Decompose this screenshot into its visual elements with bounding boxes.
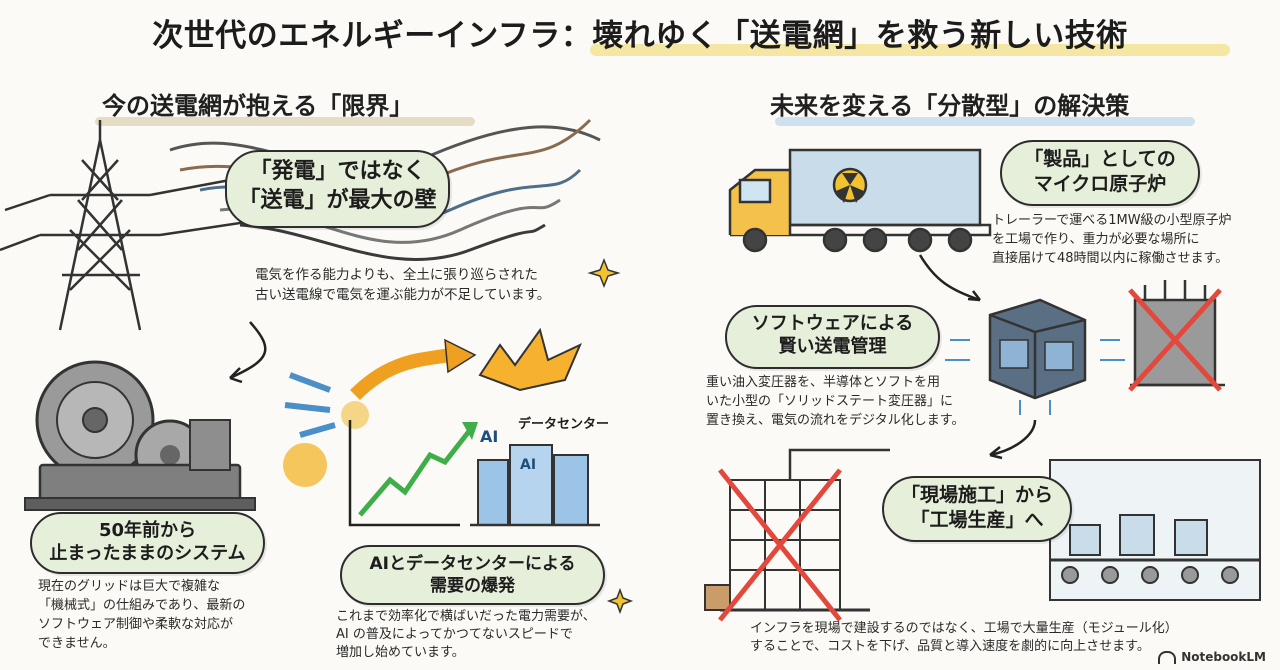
reactor-truck-illustration — [728, 148, 992, 253]
left-illustrations — [0, 118, 634, 615]
notebooklm-icon — [1158, 650, 1177, 664]
factory-line-illustration — [1049, 459, 1261, 601]
right-illustrations — [704, 148, 1261, 622]
page-title: 次世代のエネルギーインフラ：壊れゆく「送電網」を救う新しい技術 — [152, 18, 1128, 54]
left-section-heading: 今の送電網が抱える「限界」 — [102, 92, 414, 120]
factory-bubble: 「現場施工」から 「工場生産」へ — [882, 476, 1072, 542]
flow-arrow-1 — [229, 321, 267, 380]
transmission-bubble: 「発電」ではなく 「送電」が最大の壁 — [225, 150, 450, 228]
legacy-gears-illustration — [24, 360, 256, 511]
transmission-text: 電気を作る能力よりも、全土に張り巡らされた 古い送電線で電気を運ぶ能力が不足して… — [255, 267, 551, 304]
construction-red-cross — [718, 468, 842, 622]
software-bubble: ソフトウェアによる 賢い送電管理 — [725, 305, 940, 369]
left-heading-underline — [95, 117, 475, 126]
oil-transformer-illustration — [1130, 280, 1225, 387]
right-section-heading: 未来を変える「分散型」の解決策 — [770, 92, 1130, 120]
notebooklm-footer: NotebookLM — [1158, 650, 1266, 664]
transformer-red-cross — [1128, 288, 1222, 392]
title-highlight — [590, 44, 1230, 56]
reactor-text: トレーラーで運べる1MW級の小型原子炉 を工場で作り、重力が必要な場所に 直接届… — [992, 213, 1232, 266]
legacy-bubble: 50年前から 止まったままのシステム — [30, 512, 265, 574]
datacenter-label: データセンター — [518, 417, 610, 432]
demand-arrows-illustration — [283, 327, 582, 487]
transmission-tower-illustration — [0, 120, 261, 331]
datacenter-buildings-illustration — [470, 444, 600, 527]
construction-site-illustration — [704, 448, 890, 612]
building-ai-label: AI — [520, 457, 537, 473]
right-heading-underline — [775, 117, 1195, 126]
demand-bubble: AIとデータセンターによる 需要の爆発 — [340, 545, 605, 605]
demand-growth-chart-illustration — [348, 420, 478, 527]
legacy-text: 現在のグリッドは巨大で複雑な 「機械式」の仕組みであり、最新の ソフトウェア制御… — [38, 579, 246, 651]
reactor-bubble: 「製品」としての マイクロ原子炉 — [1000, 140, 1200, 206]
footer-label: NotebookLM — [1181, 650, 1266, 664]
ai-label: AI — [480, 427, 499, 446]
demand-text: これまで効率化で横ばいだった電力需要が、 AI の普及によってかつてないスピード… — [336, 609, 596, 661]
solid-state-chip-illustration — [945, 298, 1125, 415]
software-text: 重い油入変圧器を、半導体とソフトを用 いた小型の「ソリッドステート変圧器」に 置… — [706, 375, 965, 428]
factory-text: インフラを現場で建設するのではなく、工場で大量生産（モジュール化） することで、… — [750, 621, 1178, 655]
